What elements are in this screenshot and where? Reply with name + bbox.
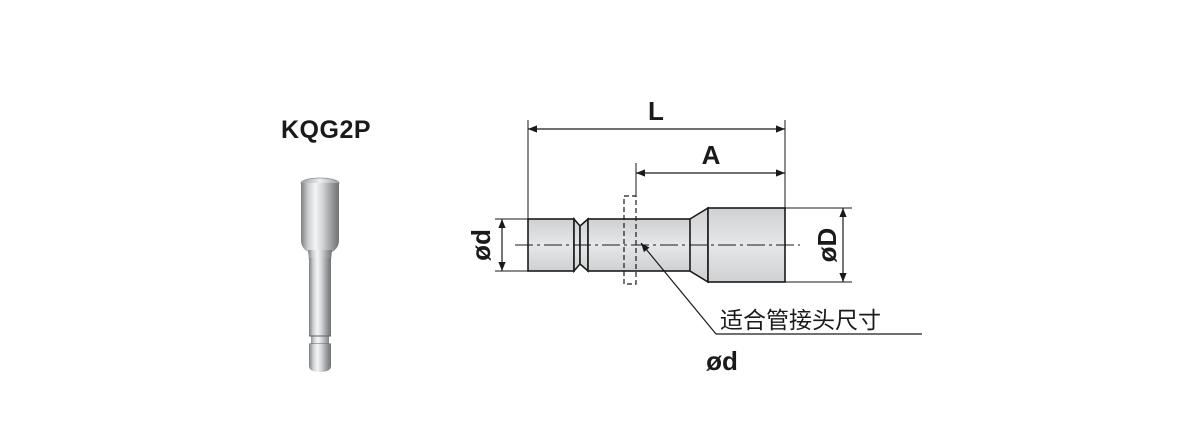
- plug-fitting-photo-icon: [300, 177, 340, 372]
- tube-outline-dashed: [623, 195, 637, 285]
- callout-value: ød: [706, 346, 738, 376]
- label-L: L: [648, 96, 664, 126]
- label-D-right: øD: [812, 228, 842, 263]
- technical-drawing: L A ød øD 适合管接头尺寸 ød: [466, 96, 922, 376]
- product-model-title: KQG2P: [281, 116, 372, 144]
- label-A: A: [702, 140, 721, 170]
- callout-leader: [640, 242, 717, 335]
- label-d-left: ød: [466, 229, 496, 261]
- callout-text: 适合管接头尺寸: [720, 308, 881, 334]
